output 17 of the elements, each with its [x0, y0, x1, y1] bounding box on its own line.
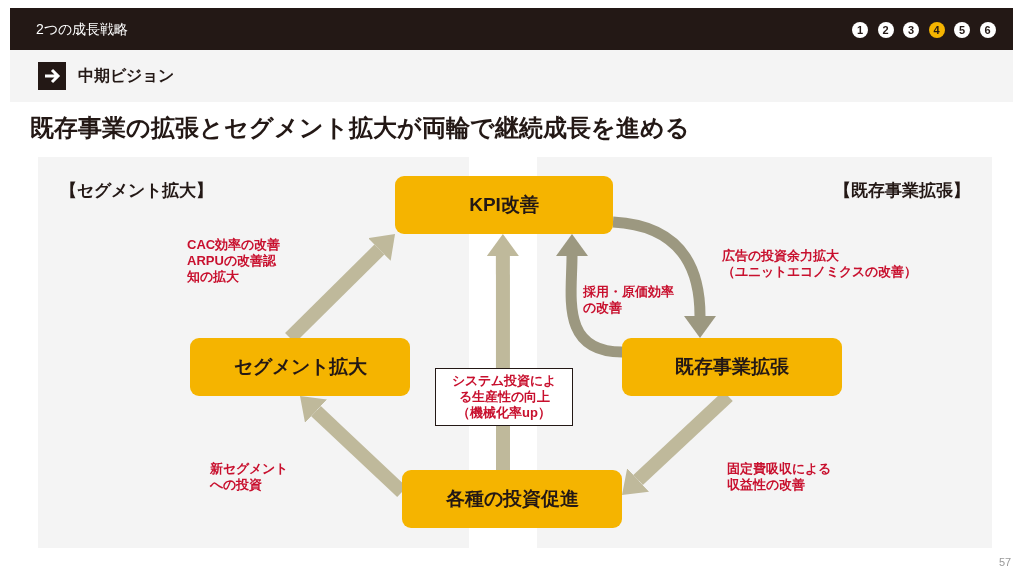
edge-label: 新セグメントへの投資 — [210, 461, 289, 493]
process-box: KPI改善 — [395, 176, 613, 234]
slide-title: 既存事業の拡張とセグメント拡大が両輪で継続成長を進める — [30, 113, 690, 143]
panel-heading: 【セグメント拡大】 — [60, 180, 213, 202]
section-title: 中期ビジョン — [78, 66, 174, 86]
process-box: 既存事業拡張 — [622, 338, 842, 396]
edge-label: 採用・原価効率の改善 — [583, 284, 675, 316]
panel-heading: 【既存事業拡張】 — [834, 180, 970, 202]
header-title: 2つの成長戦略 — [36, 21, 128, 39]
edge-label: 広告の投資余力拡大（ユニットエコノミクスの改善） — [722, 248, 918, 280]
edge-label: 固定費吸収による収益性の改善 — [727, 461, 832, 493]
page-number: 57 — [999, 556, 1012, 568]
arrow — [612, 216, 716, 338]
process-box: 各種の投資促進 — [402, 470, 622, 528]
process-box: セグメント拡大 — [190, 338, 410, 396]
note-box: システム投資による生産性の向上（機械化率up） — [435, 368, 573, 426]
edge-label: CAC効率の改善ARPUの改善認知の拡大 — [187, 237, 282, 285]
